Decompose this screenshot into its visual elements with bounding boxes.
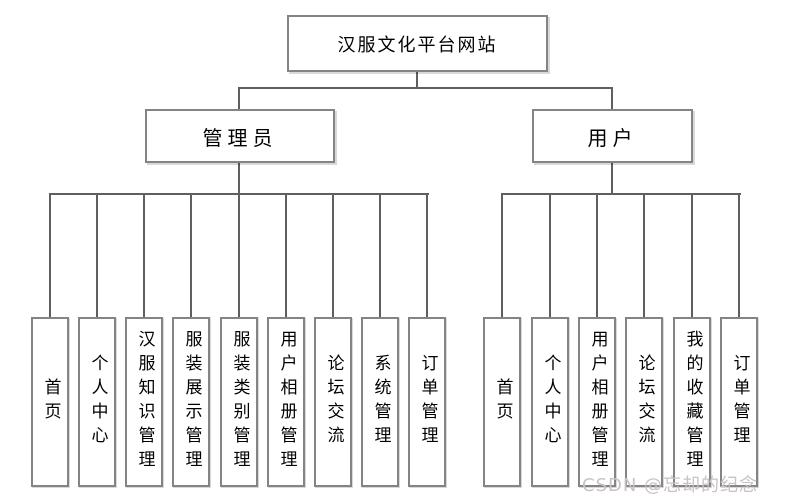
connector-line: [549, 194, 551, 317]
connector-line: [738, 194, 740, 317]
node-admin-hanfu-knowledge-mgmt: 汉服知识管理: [125, 317, 163, 487]
node-user-home: 首页: [483, 317, 521, 487]
node-user-order-mgmt: 订单管理: [720, 317, 758, 487]
connector-line: [596, 194, 598, 317]
node-label: 论坛交流: [634, 354, 655, 450]
connector-line: [49, 194, 51, 317]
node-admin-home: 首页: [31, 317, 69, 487]
connector-line: [501, 194, 503, 317]
root-node: 汉服文化平台网站: [287, 15, 548, 72]
node-admin-forum: 论坛交流: [314, 317, 352, 487]
node-label: 首页: [40, 378, 61, 426]
connector-line: [190, 194, 192, 317]
node-label: 服装展示管理: [181, 330, 202, 474]
node-label: 订单管理: [729, 354, 750, 450]
node-user-forum: 论坛交流: [625, 317, 663, 487]
root-node-label: 汉服文化平台网站: [337, 34, 498, 56]
node-label: 用户相册管理: [276, 330, 297, 474]
node-admin-order-mgmt: 订单管理: [408, 317, 446, 487]
node-label: 订单管理: [417, 354, 438, 450]
node-label: 服装类别管理: [229, 330, 250, 474]
branch-node-user: 用户: [532, 109, 693, 163]
csdn-watermark: CSDN @忘却的纪念: [582, 475, 759, 496]
connector-line: [238, 87, 613, 89]
connector-line: [96, 194, 98, 317]
node-label: 用户相册管理: [587, 330, 608, 474]
connector-line: [416, 71, 418, 88]
connector-line: [611, 163, 613, 194]
connector-line: [379, 194, 381, 317]
node-label: 个人中心: [540, 354, 561, 450]
node-label: 汉服知识管理: [134, 330, 155, 474]
node-label: 论坛交流: [323, 354, 344, 450]
node-user-album-mgmt: 用户相册管理: [578, 317, 616, 487]
connector-line: [501, 193, 741, 195]
connector-line: [643, 194, 645, 317]
connector-line: [238, 194, 240, 317]
node-label: 系统管理: [370, 354, 391, 450]
node-admin-clothing-display-mgmt: 服装展示管理: [172, 317, 210, 487]
branch-node-label: 用户: [587, 125, 638, 150]
node-admin-system-mgmt: 系统管理: [361, 317, 399, 487]
connector-line: [426, 194, 428, 317]
connector-line: [332, 194, 334, 317]
node-admin-clothing-category-mgmt: 服装类别管理: [220, 317, 258, 487]
connector-line: [285, 194, 287, 317]
node-user-personal-center: 个人中心: [531, 317, 569, 487]
node-label: 个人中心: [87, 354, 108, 450]
branch-node-label: 管理员: [202, 125, 278, 150]
branch-node-admin: 管理员: [145, 109, 335, 163]
node-label: 我的收藏管理: [682, 330, 703, 474]
connector-line: [691, 194, 693, 317]
connector-line: [238, 163, 240, 194]
connector-line: [238, 87, 240, 109]
connector-line: [143, 194, 145, 317]
node-admin-personal-center: 个人中心: [78, 317, 116, 487]
node-label: 首页: [492, 378, 513, 426]
node-user-favorites-mgmt: 我的收藏管理: [673, 317, 711, 487]
node-admin-user-album-mgmt: 用户相册管理: [267, 317, 305, 487]
connector-line: [611, 87, 613, 109]
